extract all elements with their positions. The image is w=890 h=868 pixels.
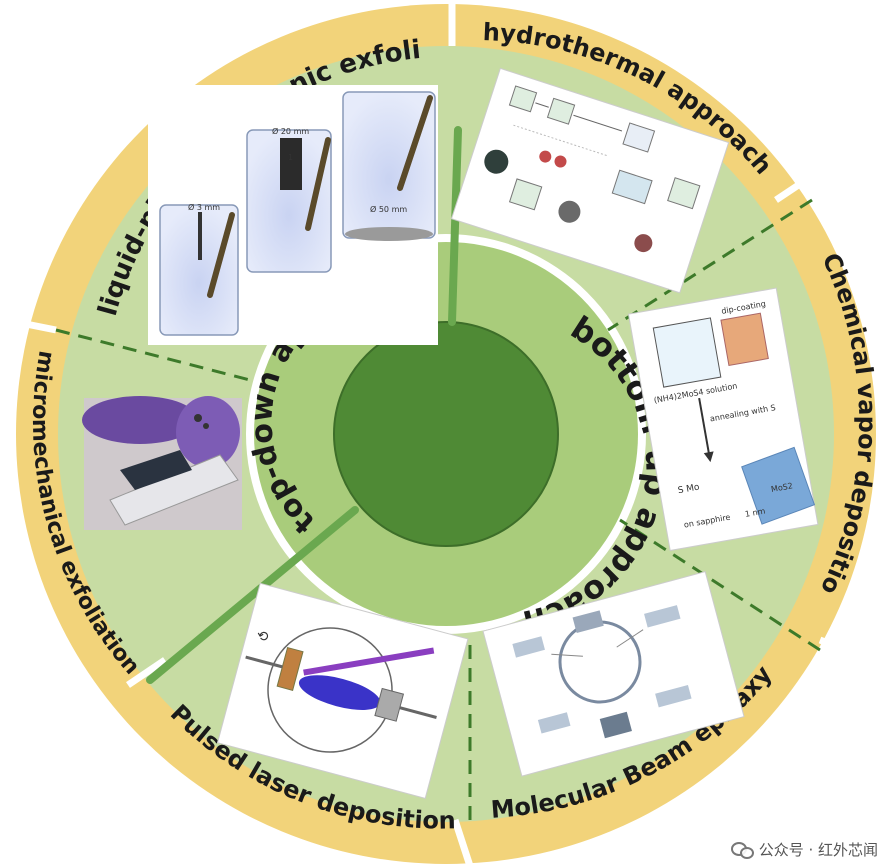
cvd-label-thickness: 1 nm xyxy=(744,506,766,518)
watermark: 公众号 · 红外芯闻 xyxy=(726,836,882,862)
watermark-text: 公众号 · 红外芯闻 xyxy=(758,840,878,859)
cvd-label-product: MoS2 xyxy=(770,481,793,494)
beaker-label-small: Ø 3 mm xyxy=(188,202,220,212)
hydrothermal-process-image xyxy=(450,67,730,294)
dashed-dividers xyxy=(55,198,821,820)
pld-chamber-image: ⟲ xyxy=(216,582,469,799)
wechat-icon xyxy=(730,840,754,859)
beaker-label-medium: Ø 20 mm xyxy=(272,126,309,136)
beaker-label-large: Ø 50 mm xyxy=(370,204,407,214)
micromechanical-photo xyxy=(82,396,242,530)
ring-dividers xyxy=(15,4,872,868)
pld-laser-icon: ⟲ xyxy=(255,627,271,646)
solid-spokes xyxy=(146,126,462,684)
ultrasonic-beakers-image: Ø 3 mm 1 Ø 20 mm Ø 50 mm xyxy=(148,85,438,345)
probe-mark-medium: 1 xyxy=(288,153,293,162)
cvd-label-atoms: S Mo xyxy=(677,482,701,496)
core-circle xyxy=(333,321,559,547)
mbe-chamber-image xyxy=(482,571,745,777)
cvd-process-image: (NH4)2MoS4 solution dip-coating annealin… xyxy=(627,287,819,552)
